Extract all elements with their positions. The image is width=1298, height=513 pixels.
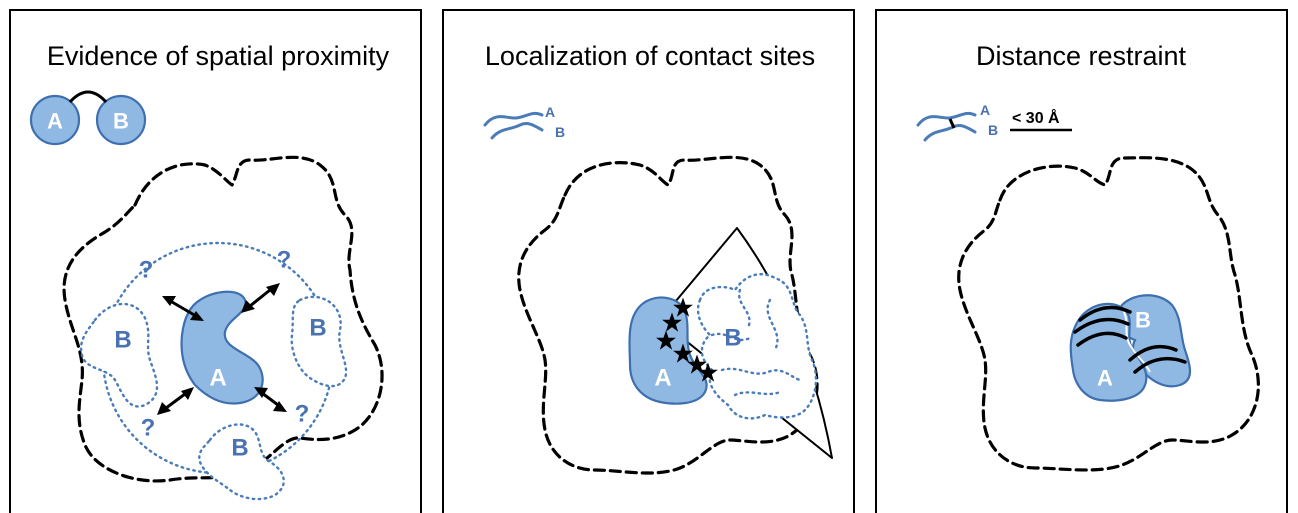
legend-label-a: A xyxy=(47,109,63,134)
legend-chain-a xyxy=(916,111,977,127)
arrow-head xyxy=(241,300,255,313)
double-arrow xyxy=(261,391,279,407)
legend-chains: A B < 30 Å xyxy=(916,102,1072,142)
protein-b xyxy=(1116,294,1192,388)
double-arrow xyxy=(249,288,271,308)
legend-chains: A B xyxy=(483,104,565,140)
crosslink-arc xyxy=(1128,344,1178,362)
complex-outline xyxy=(62,155,384,483)
crosslink-arcs xyxy=(1073,305,1187,374)
partner-b-bottom xyxy=(198,423,285,501)
protein-b-label: B xyxy=(1135,308,1151,333)
legend-crosslink xyxy=(948,118,956,129)
legend-label-a: A xyxy=(980,102,990,118)
crosslink-arc xyxy=(1073,317,1130,334)
panel-distance-restraint: Distance restraint A B < 30 Å B A xyxy=(875,9,1288,513)
arrow-head xyxy=(266,283,280,296)
partner-fold xyxy=(710,332,752,341)
double-arrow xyxy=(165,392,186,410)
arrow-head xyxy=(162,296,176,306)
crosslink-arc xyxy=(1133,356,1187,374)
partner-label: B xyxy=(309,315,326,342)
partner-b-right xyxy=(290,295,348,388)
crosslink-arc xyxy=(1076,331,1128,347)
partner-fold xyxy=(720,367,802,382)
arrow-head xyxy=(190,311,204,321)
legend-label-a: A xyxy=(545,104,555,120)
legend-label-b: B xyxy=(113,109,129,134)
complex-outline xyxy=(957,156,1260,472)
panel-spatial-proximity: Evidence of spatial proximity A B B B B … xyxy=(9,9,422,513)
legend-link xyxy=(68,90,108,104)
arrow-head xyxy=(181,387,194,400)
panel-title: Evidence of spatial proximity xyxy=(47,41,390,71)
panel-contact-sites: Localization of contact sites A B B A xyxy=(442,9,855,513)
crosslink-arc xyxy=(1078,305,1132,322)
protein-a-label: A xyxy=(209,365,226,392)
panel-frame xyxy=(875,9,1288,513)
legend-protein-a xyxy=(29,94,81,146)
question-mark: ? xyxy=(277,247,292,274)
panel-title: Localization of contact sites xyxy=(485,41,815,71)
partner-b-label: B xyxy=(724,325,741,352)
partner-fold xyxy=(738,288,751,330)
legend-chain-a xyxy=(483,111,544,127)
protein-a-label: A xyxy=(1097,366,1113,391)
question-mark: ? xyxy=(139,257,154,284)
panel-frame xyxy=(442,9,855,513)
partner-fold xyxy=(733,390,782,397)
double-arrow xyxy=(171,300,197,318)
partner-b-left xyxy=(79,302,159,408)
partner-label: B xyxy=(231,435,248,462)
proximity-arrows xyxy=(157,283,287,415)
question-mark: ? xyxy=(141,415,156,442)
arrow-head xyxy=(157,402,171,415)
complex-outline xyxy=(517,155,819,475)
protein-a-label: A xyxy=(654,365,671,392)
partner-fold xyxy=(766,298,779,352)
distance-label: < 30 Å xyxy=(1012,108,1060,127)
legend-chain-b xyxy=(490,122,544,140)
legend-label-b: B xyxy=(555,124,565,140)
arrow-head xyxy=(254,387,268,398)
partner-label: B xyxy=(114,327,131,354)
arrow-head xyxy=(273,401,287,412)
panel-title: Distance restraint xyxy=(976,41,1187,71)
question-mark: ? xyxy=(295,401,310,428)
legend-protein-b xyxy=(95,94,147,146)
legend-crosslink-pair: A B xyxy=(29,90,147,146)
partner-b xyxy=(696,273,818,420)
legend-label-b: B xyxy=(988,122,998,138)
